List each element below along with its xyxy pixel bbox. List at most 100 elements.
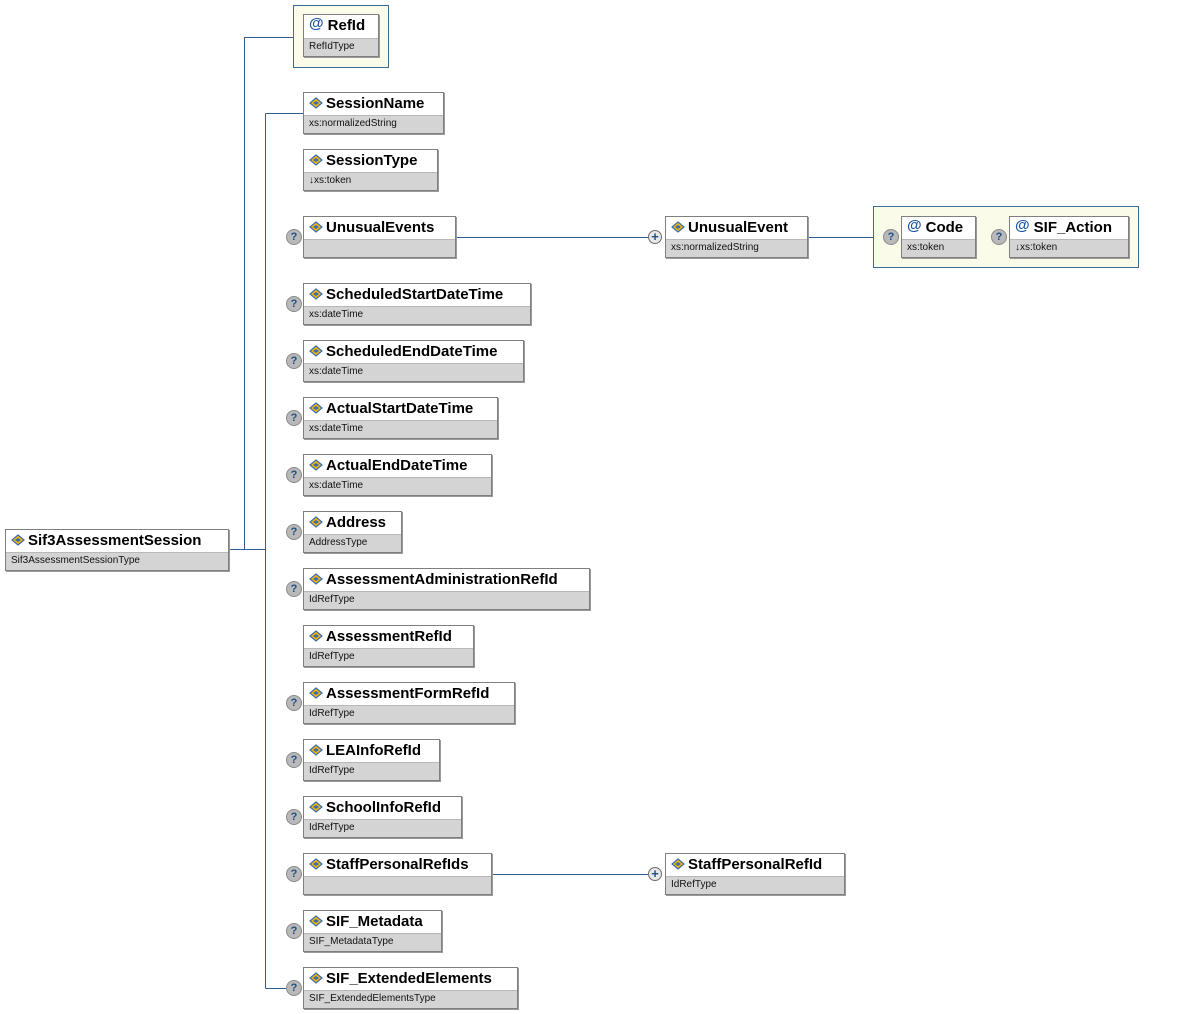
element-sif-extendedelements[interactable]: SIF_ExtendedElements SIF_ExtendedElement… xyxy=(303,967,518,1009)
element-schoolinforefid[interactable]: SchoolInfoRefId IdRefType xyxy=(303,796,462,838)
optional-badge: ? xyxy=(286,980,302,996)
element-name: SIF_ExtendedElements xyxy=(326,970,492,987)
element-type: IdRefType xyxy=(304,819,461,837)
element-assessmentadministrationrefid[interactable]: AssessmentAdministrationRefId IdRefType xyxy=(303,568,590,610)
attribute-refid[interactable]: @RefId RefIdType xyxy=(303,14,379,57)
optional-badge: ? xyxy=(286,296,302,312)
element-sif-metadata[interactable]: SIF_Metadata SIF_MetadataType xyxy=(303,910,442,952)
root-element-sif3assessmentsession[interactable]: Sif3AssessmentSession Sif3AssessmentSess… xyxy=(5,529,229,571)
attribute-type: ↓xs:token xyxy=(1010,239,1128,257)
element-type: xs:normalizedString xyxy=(304,115,443,133)
element-type: xs:dateTime xyxy=(304,477,491,495)
element-type: ↓xs:token xyxy=(304,172,437,190)
attribute-code[interactable]: @Code xs:token xyxy=(901,216,976,258)
attribute-name: RefId xyxy=(327,17,366,34)
element-icon xyxy=(309,345,323,357)
element-address[interactable]: Address AddressType xyxy=(303,511,402,553)
attribute-type: xs:token xyxy=(902,239,975,257)
attribute-sif-action[interactable]: @SIF_Action ↓xs:token xyxy=(1009,216,1129,258)
element-type: Sif3AssessmentSessionType xyxy=(6,552,228,570)
element-icon xyxy=(309,744,323,756)
element-icon xyxy=(309,972,323,984)
element-icon xyxy=(309,858,323,870)
element-staffpersonalrefid[interactable]: StaffPersonalRefId IdRefType xyxy=(665,853,845,895)
element-type: SIF_MetadataType xyxy=(304,933,441,951)
element-icon xyxy=(309,516,323,528)
element-type: IdRefType xyxy=(304,591,589,609)
element-icon xyxy=(671,858,685,870)
optional-badge: ? xyxy=(286,467,302,483)
element-assessmentformrefid[interactable]: AssessmentFormRefId IdRefType xyxy=(303,682,515,724)
attribute-type: RefIdType xyxy=(304,38,378,56)
expand-plus-icon[interactable]: + xyxy=(648,230,662,244)
expand-plus-icon[interactable]: + xyxy=(648,867,662,881)
element-name: ActualStartDateTime xyxy=(326,400,474,417)
element-unusualevent[interactable]: UnusualEvent xs:normalizedString xyxy=(665,216,808,258)
element-type xyxy=(304,239,455,257)
element-icon xyxy=(309,402,323,414)
element-name: SessionType xyxy=(326,152,418,169)
element-actualenddatetime[interactable]: ActualEndDateTime xs:dateTime xyxy=(303,454,492,496)
element-type: IdRefType xyxy=(304,648,473,666)
element-icon xyxy=(309,630,323,642)
element-scheduledstartdatetime[interactable]: ScheduledStartDateTime xs:dateTime xyxy=(303,283,531,325)
element-icon xyxy=(309,687,323,699)
element-icon xyxy=(309,459,323,471)
element-name: LEAInfoRefId xyxy=(326,742,421,759)
element-staffpersonalrefids[interactable]: StaffPersonalRefIds xyxy=(303,853,492,895)
optional-badge: ? xyxy=(286,353,302,369)
element-type: IdRefType xyxy=(304,762,439,780)
attribute-icon: @ xyxy=(309,15,324,32)
element-icon xyxy=(309,288,323,300)
element-type: xs:dateTime xyxy=(304,363,523,381)
element-name: StaffPersonalRefIds xyxy=(326,856,469,873)
element-icon xyxy=(309,801,323,813)
element-name: AssessmentAdministrationRefId xyxy=(326,571,558,588)
element-leainforefid[interactable]: LEAInfoRefId IdRefType xyxy=(303,739,440,781)
element-name: SessionName xyxy=(326,95,425,112)
element-name: SIF_Metadata xyxy=(326,913,423,930)
optional-badge: ? xyxy=(286,866,302,882)
element-name: ScheduledStartDateTime xyxy=(326,286,504,303)
optional-badge: ? xyxy=(286,581,302,597)
optional-badge: ? xyxy=(286,752,302,768)
attribute-name: Code xyxy=(925,219,964,236)
element-type: xs:dateTime xyxy=(304,420,497,438)
optional-badge: ? xyxy=(991,229,1007,245)
element-name: UnusualEvents xyxy=(326,219,435,236)
element-icon xyxy=(309,154,323,166)
optional-badge: ? xyxy=(286,524,302,540)
element-type xyxy=(304,876,491,894)
element-icon xyxy=(309,221,323,233)
attribute-name: SIF_Action xyxy=(1033,219,1112,236)
element-sessionname[interactable]: SessionName xs:normalizedString xyxy=(303,92,444,134)
element-name: ActualEndDateTime xyxy=(326,457,468,474)
element-name: StaffPersonalRefId xyxy=(688,856,823,873)
element-name: Address xyxy=(326,514,387,531)
element-type: AddressType xyxy=(304,534,401,552)
element-actualstartdatetime[interactable]: ActualStartDateTime xs:dateTime xyxy=(303,397,498,439)
element-icon xyxy=(309,97,323,109)
optional-badge: ? xyxy=(286,923,302,939)
optional-badge: ? xyxy=(883,229,899,245)
element-unusualevents[interactable]: UnusualEvents xyxy=(303,216,456,258)
element-type: IdRefType xyxy=(666,876,844,894)
optional-badge: ? xyxy=(286,410,302,426)
attribute-icon: @ xyxy=(1015,217,1030,234)
element-name: UnusualEvent xyxy=(688,219,789,236)
element-sessiontype[interactable]: SessionType ↓xs:token xyxy=(303,149,438,191)
optional-badge: ? xyxy=(286,695,302,711)
element-type: SIF_ExtendedElementsType xyxy=(304,990,517,1008)
element-icon xyxy=(11,534,25,546)
element-icon xyxy=(309,573,323,585)
optional-badge: ? xyxy=(286,809,302,825)
element-scheduledenddatetime[interactable]: ScheduledEndDateTime xs:dateTime xyxy=(303,340,524,382)
optional-badge: ? xyxy=(286,229,302,245)
element-name: Sif3AssessmentSession xyxy=(28,532,202,549)
element-name: AssessmentFormRefId xyxy=(326,685,490,702)
element-name: AssessmentRefId xyxy=(326,628,452,645)
element-name: ScheduledEndDateTime xyxy=(326,343,498,360)
element-icon xyxy=(671,221,685,233)
element-assessmentrefid[interactable]: AssessmentRefId IdRefType xyxy=(303,625,474,667)
